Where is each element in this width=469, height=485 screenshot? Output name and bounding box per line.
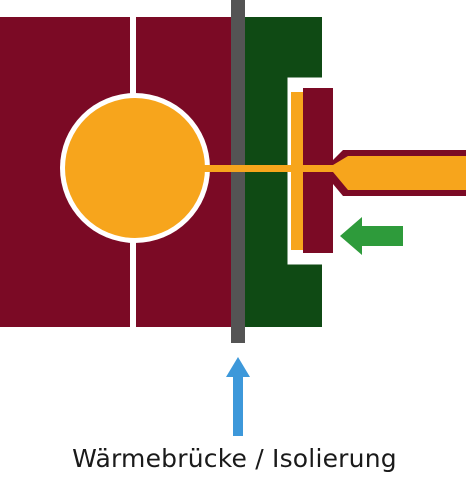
runner-through-insulation <box>231 165 245 172</box>
injection-nozzle-melt <box>333 156 466 190</box>
manifold-strip <box>291 92 305 250</box>
cavity-melt <box>65 98 205 238</box>
runner-channel <box>200 165 340 172</box>
nozzle-holder-channel <box>303 165 333 172</box>
caption-label: Wärmebrücke / Isolierung <box>72 444 397 473</box>
arrow-left-icon <box>340 217 403 255</box>
arrow-up-icon <box>226 357 250 436</box>
